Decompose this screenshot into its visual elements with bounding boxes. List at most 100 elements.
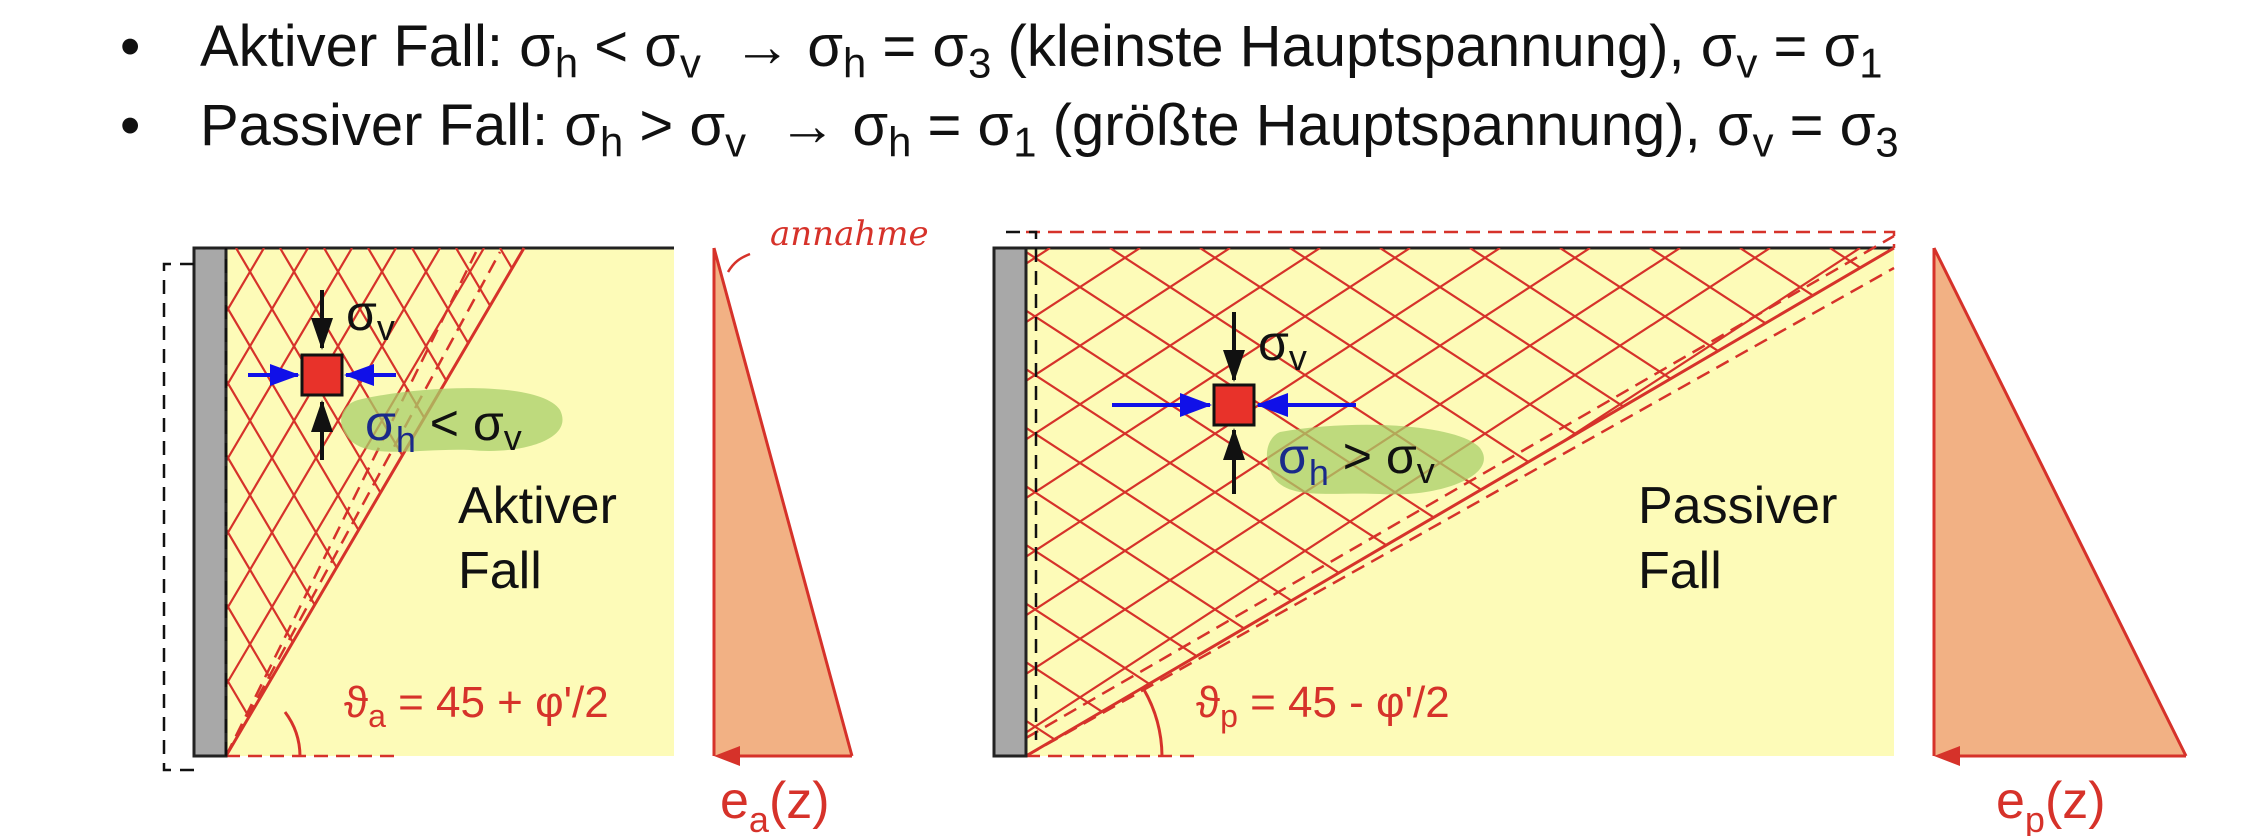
sigma-symbol: σ bbox=[1839, 93, 1876, 158]
active-soil-region bbox=[226, 248, 674, 756]
active-case-figure: σv σh < σv Aktiver Fall ϑa = 45 + φ'/2 e… bbox=[0, 214, 929, 836]
slip-line bbox=[0, 248, 184, 756]
sigma-symbol: σ bbox=[564, 93, 600, 158]
arrow-symbol: → bbox=[746, 93, 853, 158]
sigma-h-arrowhead bbox=[270, 364, 300, 386]
subscript: h bbox=[600, 118, 624, 166]
slip-line bbox=[0, 248, 180, 756]
bullet-note: (kleinste Hauptspannung), bbox=[991, 14, 1701, 79]
subscript: 3 bbox=[1875, 118, 1899, 166]
slip-line bbox=[0, 248, 88, 756]
bullet-marker: • bbox=[120, 93, 141, 158]
slip-line bbox=[1026, 248, 1771, 756]
slip-line bbox=[1026, 248, 1231, 756]
operator: > bbox=[623, 93, 690, 158]
active-retaining-wall bbox=[192, 246, 228, 758]
passive-wall-displacement bbox=[1006, 230, 1038, 740]
slip-line bbox=[0, 248, 44, 756]
passive-angle-arc bbox=[1141, 687, 1164, 757]
sigma-symbol: σ bbox=[689, 93, 726, 158]
soil-element-square bbox=[1212, 383, 1256, 427]
operator: = bbox=[1773, 93, 1840, 158]
slip-line bbox=[226, 248, 397, 756]
slip-line bbox=[226, 248, 317, 756]
arrow-symbol: → bbox=[700, 14, 808, 79]
passive-sigma-v-label: σv bbox=[1258, 315, 1307, 378]
active-angle-label: ϑa = 45 + φ'/2 bbox=[344, 678, 609, 734]
passive-wedge-dashed bbox=[1025, 234, 1895, 740]
operator: = bbox=[1757, 14, 1824, 79]
sigma-symbol: σ bbox=[1700, 14, 1737, 79]
sigma-symbol: σ bbox=[977, 93, 1014, 158]
slip-line bbox=[2190, 248, 2259, 756]
sigma-h-arrowhead bbox=[1256, 393, 1288, 417]
slip-line bbox=[226, 248, 485, 756]
passive-wedge-boundary bbox=[1025, 246, 1895, 758]
slip-line bbox=[0, 248, 90, 756]
passive-retaining-wall bbox=[992, 246, 1028, 758]
passive-angle-label: ϑp = 45 - φ'/2 bbox=[1196, 678, 1450, 734]
active-wedge-dashed bbox=[224, 251, 478, 757]
passive-case-label: Fall bbox=[1638, 542, 1722, 600]
handwritten-pointer bbox=[726, 252, 751, 273]
passive-stress-element bbox=[1112, 312, 1356, 494]
slip-line bbox=[1026, 248, 1681, 756]
subscript: h bbox=[843, 39, 867, 87]
pressure-arrowhead bbox=[1934, 746, 1960, 766]
slip-line bbox=[1026, 248, 1261, 756]
slip-line bbox=[0, 248, 140, 756]
slip-line bbox=[1559, 248, 1894, 756]
active-sigma-v-label: σv bbox=[346, 285, 395, 348]
sigma-symbol: σ bbox=[932, 14, 969, 79]
subscript: h bbox=[554, 39, 579, 87]
subscript: 1 bbox=[1859, 39, 1883, 87]
active-relation-label: σh < σv bbox=[365, 395, 522, 460]
subscript: v bbox=[1752, 118, 1774, 166]
passive-case-figure: σv σh > σv Passiver Fall ϑp = 45 - φ'/2 … bbox=[0, 230, 2259, 836]
bullet-marker: • bbox=[120, 14, 141, 79]
slip-line bbox=[1026, 248, 1321, 756]
operator: < bbox=[578, 14, 645, 79]
active-angle-arc bbox=[283, 711, 302, 757]
subscript: v bbox=[680, 39, 701, 87]
slip-line bbox=[226, 248, 309, 756]
bullet-text: Aktiver Fall: bbox=[200, 14, 520, 79]
sigma-v-arrowhead bbox=[311, 318, 333, 350]
slip-line bbox=[0, 248, 96, 756]
sigma-v-arrowhead bbox=[1223, 350, 1245, 382]
slip-line bbox=[226, 248, 441, 756]
slip-line bbox=[1026, 248, 1411, 756]
sigma-v-arrowhead bbox=[311, 400, 333, 432]
subscript: v bbox=[1736, 39, 1758, 87]
slip-line bbox=[411, 248, 524, 756]
pressure-envelope bbox=[1932, 247, 2188, 757]
passive-pressure-label: ep(z) bbox=[1996, 772, 2106, 836]
slip-line bbox=[2160, 248, 2259, 756]
subscript: 3 bbox=[968, 39, 992, 87]
slip-line bbox=[0, 248, 52, 756]
pressure-arrowhead bbox=[714, 746, 740, 766]
slip-line bbox=[1026, 248, 1501, 756]
slip-line bbox=[0, 248, 176, 756]
active-wedge-dashed bbox=[224, 251, 502, 757]
sigma-h-arrowhead bbox=[1180, 393, 1212, 417]
sigma-symbol: σ bbox=[519, 14, 555, 79]
subscript: 1 bbox=[1013, 118, 1037, 166]
operator: = bbox=[866, 14, 933, 79]
subscript: h bbox=[888, 118, 912, 166]
subscript: v bbox=[725, 118, 747, 166]
active-wedge-boundary bbox=[224, 247, 526, 757]
sigma-symbol: σ bbox=[644, 14, 680, 79]
passive-surface-heave bbox=[1026, 230, 1896, 248]
slip-line bbox=[1026, 248, 1591, 756]
highlight-marker bbox=[341, 388, 563, 452]
sigma-h-arrowhead bbox=[344, 364, 374, 386]
passive-case-label: Passiver bbox=[1638, 477, 1837, 535]
highlight-marker bbox=[1266, 424, 1484, 495]
sigma-symbol: σ bbox=[852, 93, 889, 158]
handwritten-annotation: annahme bbox=[770, 214, 929, 254]
slip-line bbox=[2250, 248, 2259, 756]
active-stress-element bbox=[248, 290, 396, 460]
slip-line bbox=[0, 248, 220, 756]
pressure-envelope bbox=[712, 247, 854, 757]
